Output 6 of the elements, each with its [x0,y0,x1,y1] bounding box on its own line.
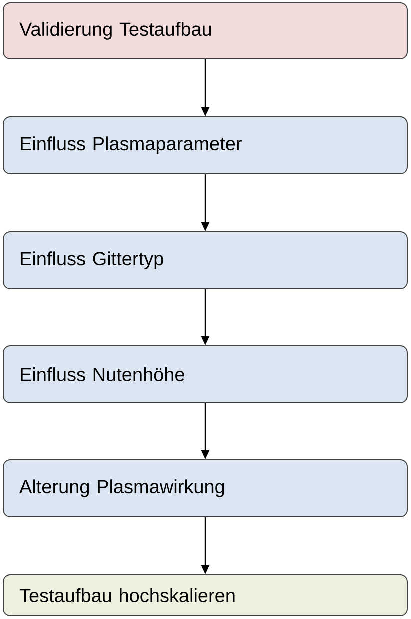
process-box: Alterung Plasmawirkung [3,460,408,518]
process-box: Validierung Testaufbau [3,2,408,60]
process-box: Einfluss Nutenhöhe [3,346,408,404]
process-box: Einfluss Gittertyp [3,232,408,290]
process-box: Testaufbau hochskalieren [3,574,408,616]
process-box: Einfluss Plasmaparameter [3,116,408,174]
